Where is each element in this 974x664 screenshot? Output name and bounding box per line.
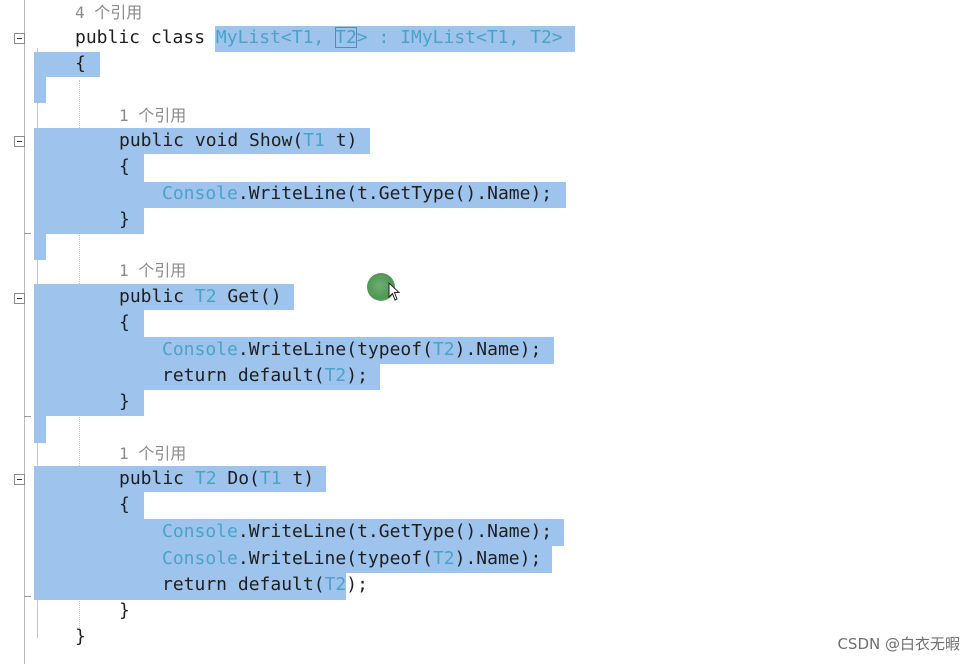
code-line[interactable]: { <box>119 310 130 336</box>
statement: .WriteLine(typeof( <box>237 548 433 569</box>
selection-highlight <box>34 128 370 154</box>
class-base: > : IMyList<T1, T2> <box>356 27 563 48</box>
statement: return default( <box>162 365 325 386</box>
method-signature: public <box>119 468 195 489</box>
selection-highlight <box>34 208 144 234</box>
code-line[interactable]: Console.WriteLine(typeof(T2).Name); <box>162 546 541 572</box>
selection-highlight <box>215 26 575 52</box>
selection-highlight <box>34 573 346 600</box>
type-param: T2 <box>324 365 347 386</box>
method-signature: t) <box>324 130 358 151</box>
selection-highlight <box>34 182 566 208</box>
selection-highlight <box>34 154 144 182</box>
selection-highlight <box>34 337 554 364</box>
code-line[interactable]: { <box>119 492 130 518</box>
margin-line <box>24 0 25 664</box>
code-line[interactable]: { <box>119 154 130 180</box>
statement: return default( <box>162 574 325 595</box>
console-class: Console <box>162 183 238 204</box>
statement: ).Name); <box>454 548 542 569</box>
fold-end-tick <box>24 596 31 597</box>
method-signature: public <box>119 286 195 307</box>
code-line[interactable]: 1 个引用 <box>119 103 186 129</box>
collapse-icon[interactable] <box>14 293 25 304</box>
code-line[interactable]: public T2 Get() <box>119 284 282 310</box>
selection-highlight <box>34 519 564 546</box>
open-brace: { <box>119 312 130 333</box>
statement: .WriteLine(t.GetType().Name); <box>237 183 553 204</box>
close-brace: } <box>75 626 86 647</box>
collapse-icon[interactable] <box>14 33 25 44</box>
reference-count[interactable]: 1 个引用 <box>119 444 187 463</box>
fold-end-tick <box>24 416 31 417</box>
code-line[interactable]: } <box>75 624 86 650</box>
selection-highlight <box>34 416 46 443</box>
type-param: T2 <box>335 27 357 48</box>
type-param: T2 <box>432 548 455 569</box>
selection-highlight <box>34 234 46 260</box>
code-line[interactable]: Console.WriteLine(t.GetType().Name); <box>162 519 552 545</box>
reference-count[interactable]: 4 个引用 <box>75 3 143 22</box>
class-keyword: public class <box>75 27 216 48</box>
code-line[interactable]: 1 个引用 <box>119 441 186 467</box>
type-param: T2 <box>432 339 455 360</box>
type-param: T2 <box>194 468 217 489</box>
fold-end-tick <box>24 233 31 234</box>
method-signature: t) <box>281 468 315 489</box>
code-line[interactable]: return default(T2); <box>162 363 368 389</box>
code-line[interactable]: 4 个引用 <box>75 0 142 26</box>
class-name: MyList<T1, <box>215 27 336 48</box>
code-line[interactable]: public class MyList<T1, T2> : IMyList<T1… <box>75 25 563 51</box>
code-line[interactable]: } <box>119 389 130 415</box>
selection-highlight <box>34 364 380 390</box>
code-line[interactable]: { <box>75 51 86 77</box>
console-class: Console <box>162 339 238 360</box>
type-param: T1 <box>259 468 282 489</box>
type-param: T1 <box>303 130 325 151</box>
code-line[interactable]: return default(T2); <box>162 572 368 598</box>
statement: ).Name); <box>454 339 542 360</box>
reference-count[interactable]: 1 个引用 <box>119 106 187 125</box>
code-line[interactable]: } <box>119 207 130 233</box>
console-class: Console <box>162 521 238 542</box>
statement: ); <box>346 365 368 386</box>
selection-highlight <box>34 310 144 337</box>
selection-highlight <box>34 284 294 310</box>
selection-highlight <box>34 52 100 77</box>
type-param: T2 <box>194 286 217 307</box>
console-class: Console <box>162 548 238 569</box>
collapse-icon[interactable] <box>14 136 25 147</box>
statement: .WriteLine(t.GetType().Name); <box>237 521 553 542</box>
type-param: T2 <box>324 574 347 595</box>
code-line[interactable]: public void Show(T1 t) <box>119 128 357 154</box>
code-line[interactable]: public T2 Do(T1 t) <box>119 466 314 492</box>
method-signature: Get() <box>216 286 282 307</box>
open-brace: { <box>75 53 86 74</box>
statement: ); <box>346 574 368 595</box>
code-line[interactable]: } <box>119 598 130 624</box>
statement: .WriteLine(typeof( <box>237 339 433 360</box>
code-line[interactable]: Console.WriteLine(typeof(T2).Name); <box>162 337 541 363</box>
close-brace: } <box>119 391 130 412</box>
method-signature: Do( <box>216 468 260 489</box>
reference-count[interactable]: 1 个引用 <box>119 261 187 280</box>
collapse-icon[interactable] <box>14 474 25 485</box>
close-brace: } <box>119 209 130 230</box>
code-line[interactable]: 1 个引用 <box>119 258 186 284</box>
selection-highlight <box>34 390 144 416</box>
code-line[interactable]: Console.WriteLine(t.GetType().Name); <box>162 181 552 207</box>
close-brace: } <box>119 600 130 621</box>
selection-highlight <box>34 492 144 519</box>
selection-highlight <box>34 546 552 573</box>
method-signature: public void Show( <box>119 130 304 151</box>
watermark: CSDN @白衣无暇 <box>837 635 960 653</box>
selection-highlight <box>34 466 326 492</box>
open-brace: { <box>119 494 130 515</box>
selection-highlight <box>34 77 46 103</box>
open-brace: { <box>119 156 130 177</box>
